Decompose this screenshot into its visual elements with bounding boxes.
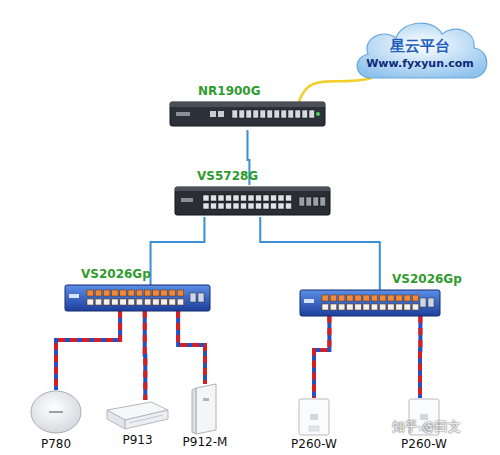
watermark: 知乎 @田文 (392, 420, 461, 434)
switch-box: VS5728G (175, 185, 330, 217)
poe-cable-dash (56, 311, 120, 390)
node-label: 星云平台 (350, 38, 490, 55)
poe-cable-dash (314, 316, 329, 398)
poe-cable-base (56, 311, 120, 390)
node-label: VS2026Gp (392, 273, 462, 286)
network-cable (178, 311, 205, 384)
poe-switch (300, 290, 440, 316)
network-cable (260, 217, 380, 290)
wall-plate-ap (298, 398, 330, 436)
ceiling-ap (30, 390, 82, 434)
network-cable (314, 316, 329, 398)
network-cable (151, 217, 205, 285)
node-subtitle: Www.fyxyun.com (350, 58, 490, 70)
poe-cable-base (143, 311, 148, 400)
node-label: VS2026Gp (81, 268, 151, 281)
switch-box: VS2026Gp (300, 290, 440, 316)
ethernet-cable (151, 217, 205, 285)
poe-cable-dash (143, 311, 148, 400)
ethernet-cable (260, 217, 380, 290)
network-cable (144, 311, 146, 400)
node-label: P913 (122, 434, 152, 447)
poe-cable-base (314, 316, 329, 398)
router-device (170, 98, 325, 130)
network-cable (420, 316, 421, 398)
outdoor-ap (190, 384, 220, 434)
router-box: NR1900G (170, 98, 325, 130)
access-point: P912-M (190, 384, 220, 434)
poe-cable-dash (418, 316, 422, 398)
node-label: P260-W (291, 438, 337, 451)
poe-cable-dash (178, 311, 205, 384)
switch-box: VS2026Gp (65, 285, 210, 311)
cloud-platform: 星云平台 Www.fyxyun.com (350, 16, 490, 88)
network-cable (56, 311, 120, 390)
desktop-ap (105, 400, 170, 430)
node-label: VS5728G (197, 170, 258, 183)
node-label: P780 (41, 438, 71, 451)
access-point: P913 (105, 400, 170, 430)
access-point: P260-W (298, 398, 330, 436)
access-point: P780 (30, 390, 82, 434)
poe-switch (65, 285, 210, 311)
node-label: P260-W (401, 438, 447, 451)
poe-cable-base (178, 311, 205, 384)
node-label: P912-M (183, 436, 228, 449)
poe-cable-base (418, 316, 422, 398)
node-label: NR1900G (198, 85, 261, 98)
core-switch (175, 185, 330, 217)
